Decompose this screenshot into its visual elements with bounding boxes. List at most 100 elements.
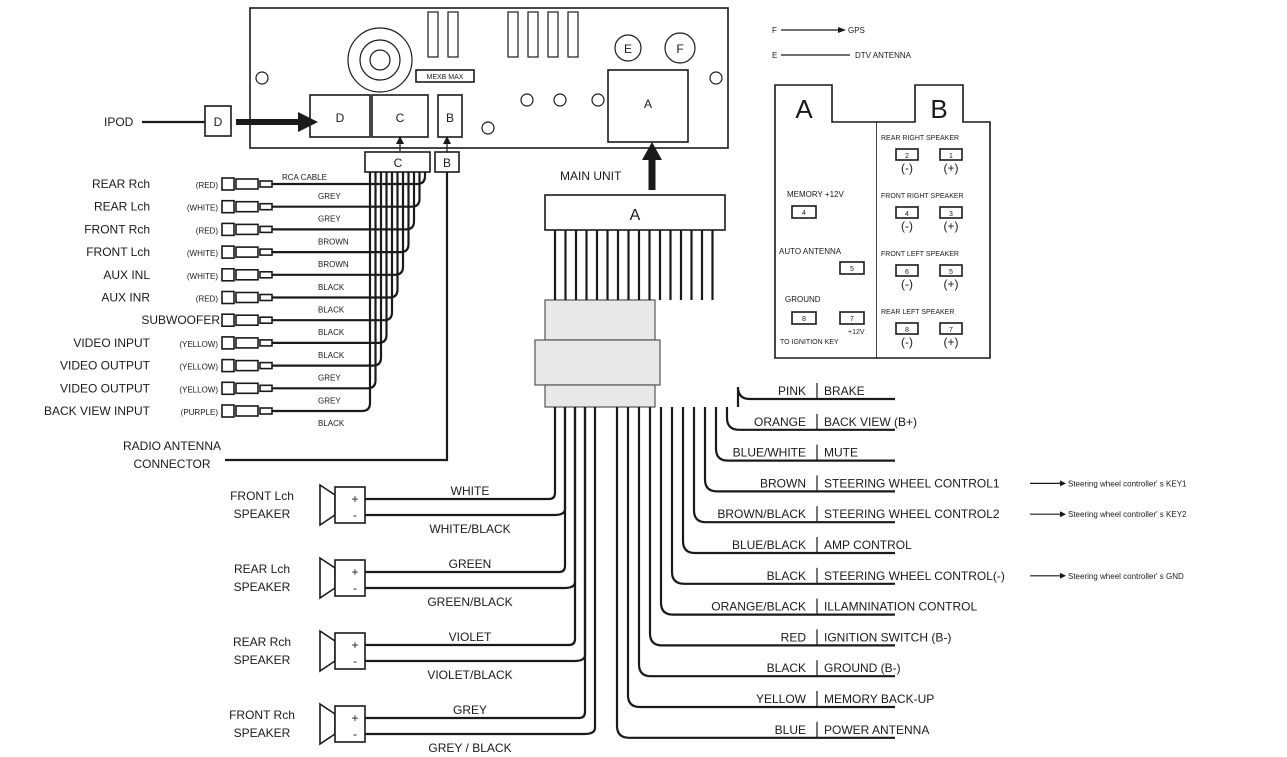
pin-box: [895, 206, 919, 219]
rca-input-name: FRONT Lch: [86, 245, 150, 259]
plus-sign: +: [351, 565, 358, 579]
rca-wire-color: GREY: [318, 396, 341, 405]
socket-e-label: E: [624, 42, 632, 56]
rca-input-name: BACK VIEW INPUT: [44, 404, 151, 418]
rca-wire-color: GREY: [318, 192, 341, 201]
rca-input-color: (RED): [196, 295, 219, 304]
negative-symbol: (-): [901, 161, 913, 175]
control-wire-color: BLACK: [767, 569, 806, 583]
mount-hole: [481, 121, 495, 135]
port-d: [309, 94, 371, 138]
legend-dtv: DTV ANTENNA: [855, 51, 912, 60]
rca-input-name: REAR Lch: [94, 200, 150, 214]
rca-jack-body: [235, 337, 259, 349]
rca-wire-color: BROWN: [318, 237, 349, 246]
rca-jack-icon: [221, 336, 235, 350]
speaker-icon: [319, 629, 336, 673]
pin-box: [839, 261, 865, 275]
control-wire-color: BLUE: [775, 723, 806, 737]
pin-box: [939, 148, 963, 161]
port-c: [371, 94, 429, 138]
control-wire: [637, 407, 895, 678]
control-wire: [703, 407, 895, 493]
mount-hole: [553, 93, 567, 107]
rca-input-name: VIDEO OUTPUT: [60, 381, 151, 395]
pin-number: 5: [949, 269, 953, 276]
pin-box: [791, 311, 817, 325]
rca-jack-icon: [221, 381, 235, 396]
rca-wire: [272, 172, 405, 276]
rca-plug-c-label: C: [394, 156, 403, 170]
control-wire-function: ILLAMNINATION CONTROL: [824, 600, 977, 614]
rca-cable-label: RCA CABLE: [282, 173, 327, 182]
rca-input-color: (YELLOW): [179, 340, 218, 349]
heatsink-fin: [527, 11, 539, 58]
rca-wire: [272, 172, 372, 413]
minus-sign: -: [353, 508, 357, 522]
rca-harness: C B RCA CABLE RADIO ANTENNA CONNECTOR: [123, 136, 460, 471]
pin-number: 1: [949, 153, 953, 160]
rca-jack-body: [235, 291, 259, 304]
fan-icon: [347, 27, 413, 93]
rca-input-color: (WHITE): [187, 272, 218, 281]
speaker-name: SPEAKER: [234, 726, 291, 740]
speaker-name: FRONT Rch: [229, 708, 295, 722]
rca-wire-color: GREY: [318, 215, 341, 224]
rca-jack-icon: [221, 290, 235, 305]
control-wire: [681, 407, 895, 555]
arrow-icon: [443, 136, 451, 144]
control-wire: [648, 407, 895, 647]
control-wire: [736, 386, 895, 407]
pin-box: [895, 322, 919, 335]
minus-sign: -: [353, 581, 357, 595]
negative-symbol: (-): [901, 219, 913, 233]
mount-hole: [520, 93, 534, 107]
main-plug-a: [544, 194, 726, 231]
control-wire-function: GROUND (B-): [824, 661, 901, 675]
speaker-group-label: FRONT RIGHT SPEAKER: [881, 193, 964, 200]
plus-sign: +: [351, 638, 358, 652]
port-c-label: C: [396, 111, 405, 125]
speaker-name: REAR Rch: [233, 635, 291, 649]
antenna-label-line2: CONNECTOR: [133, 457, 210, 471]
speaker-neg-wire-color: WHITE/BLACK: [429, 522, 510, 536]
control-wire-note: Steering wheel controller' s KEY2: [1068, 510, 1187, 519]
control-wire-function: STEERING WHEEL CONTROL2: [824, 507, 1000, 521]
control-wire-color: BLACK: [767, 661, 806, 675]
ground-label: GROUND: [785, 295, 821, 304]
negative-symbol: (-): [901, 277, 913, 291]
speaker-icon: [319, 483, 336, 527]
speaker-icon: [319, 556, 336, 600]
speaker-pos-wire-color: WHITE: [451, 484, 490, 498]
speaker-pos-wire: [365, 407, 577, 647]
rca-input-name: AUX INR: [101, 291, 150, 305]
control-wire-color: PINK: [778, 384, 806, 398]
control-wire-note: Steering wheel controller' s GND: [1068, 572, 1184, 581]
pin-box: [839, 311, 865, 325]
rca-jack-body: [235, 405, 259, 417]
control-wire: [659, 407, 895, 616]
arrow-icon: [1060, 572, 1066, 579]
memory-label: MEMORY +12V: [787, 190, 845, 199]
rca-jack-icon: [221, 313, 235, 328]
rca-jack-icon: [221, 245, 235, 259]
control-wire-function: MEMORY BACK-UP: [824, 692, 934, 706]
minus-sign: -: [353, 727, 357, 741]
rca-input-name: VIDEO INPUT: [73, 336, 150, 350]
control-wire-color: BLUE/WHITE: [733, 446, 806, 460]
positive-symbol: (+): [944, 161, 959, 175]
control-wire-function: BRAKE: [824, 384, 865, 398]
main-plug-label: A: [630, 207, 641, 224]
rca-jack-icon: [221, 267, 235, 282]
control-wire-note: Steering wheel controller' s KEY1: [1068, 479, 1187, 488]
rca-wire: [272, 172, 388, 344]
rca-wire-color: BLACK: [318, 283, 345, 292]
pin-number: 8: [802, 316, 806, 323]
control-wire: [615, 407, 895, 739]
heatsink-fin: [447, 11, 459, 58]
speaker-pos-wire-color: GREY: [453, 703, 487, 717]
main-unit-label: MAIN UNIT: [560, 169, 622, 183]
rca-input-color: (WHITE): [187, 249, 218, 258]
speaker-terminal: [334, 559, 366, 597]
auto-antenna-label: AUTO ANTENNA: [779, 247, 842, 256]
